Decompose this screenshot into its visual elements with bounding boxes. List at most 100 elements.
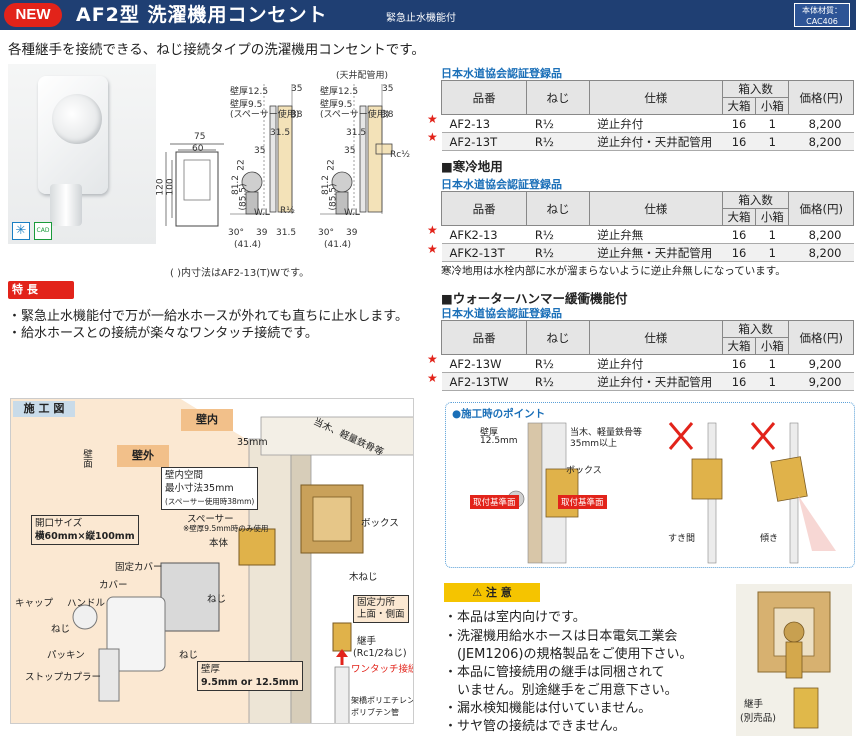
spacer-note-left: (スペーサー使用) — [230, 110, 300, 120]
col-thread: ねじ — [526, 320, 590, 355]
caution-tag: ⚠ 注 意 — [444, 583, 540, 602]
d35-mid-left: 35 — [254, 146, 266, 156]
cell-spec: 逆止弁無・天井配管用 — [589, 243, 723, 262]
wall-face-label: 壁面 — [81, 449, 92, 468]
d315-bottom: 31.5 — [276, 228, 297, 238]
cell-small: 1 — [755, 372, 789, 391]
fix-points2: 上面・側面 — [357, 609, 405, 620]
cell-spec: 逆止弁付 — [589, 114, 723, 133]
cell-code: AF2-13TW — [441, 372, 527, 391]
caution-item: (JEM1206)の規格製品をご使用下さい。 — [444, 647, 693, 662]
material-label: 本体材質： — [802, 6, 842, 15]
stop-coupler-label: ストップカプラー — [25, 672, 102, 683]
gap-label: すき間 — [668, 534, 696, 544]
d30-right: 30° — [318, 228, 334, 238]
cold-region-icon: ✳ — [12, 222, 30, 240]
d60: 60 — [192, 144, 204, 154]
cert-label-3: 日本水道協会認証登録品 — [441, 307, 562, 320]
cell-code: AF2-13 — [441, 114, 527, 133]
cell-big: 16 — [722, 372, 756, 391]
cold-region-note: 寒冷地用は水栓内部に水が溜まらないように逆止弁無しになっています。 — [441, 265, 786, 277]
cell-small: 1 — [755, 225, 789, 244]
wall95-right: 壁厚9.5 — [320, 100, 353, 110]
d315-left: 31.5 — [270, 128, 291, 138]
table-row: AFK2-13T R½ 逆止弁無・天井配管用 16 1 8,200 — [441, 243, 854, 262]
col-price: 価格(円) — [788, 191, 854, 226]
pipe2-label: ポリブテン管 — [351, 708, 399, 717]
page-subtitle: 緊急止水機能付 — [386, 13, 456, 24]
point-box: ボックス — [566, 466, 602, 476]
cell-big: 16 — [722, 114, 756, 133]
feature-item: ・給水ホースとの接続が楽々なワンタッチ接続です。 — [8, 326, 318, 341]
material-badge: 本体材質： CAC406 — [794, 3, 850, 27]
drawing-caption: ( )内寸法はAF2-13(T)Wです。 — [170, 268, 310, 279]
install-tag: 施 工 図 — [13, 401, 75, 417]
dimension-drawing-svg — [165, 84, 393, 227]
cell-price: 8,200 — [788, 132, 854, 151]
cell-small: 1 — [755, 132, 789, 151]
new-badge: NEW — [4, 3, 62, 27]
wall-out-label: 壁外 — [117, 445, 169, 467]
spacer-label: スペーサー — [187, 514, 234, 525]
body-label: 本体 — [209, 538, 229, 549]
col-small: 小箱 — [755, 97, 790, 115]
rc12-label: Rc½ — [390, 150, 410, 160]
wall95-left: 壁厚9.5 — [230, 100, 263, 110]
pipe-label: 架橋ポリエチレン管 — [351, 696, 413, 705]
tilt-label: 傾き — [760, 534, 779, 544]
caution-item: ・本品は室内向けです。 — [444, 610, 586, 625]
cell-thread: R½ — [526, 225, 590, 244]
coupling-svg — [757, 591, 831, 729]
star-mark: ★ — [427, 130, 438, 144]
fix-points: 固定力所 — [357, 597, 396, 608]
cell-price: 8,200 — [788, 243, 854, 262]
d315-right: 31.5 — [346, 128, 367, 138]
intro-text: 各種継手を接続できる、ねじ接続タイプの洗濯機用コンセントです。 — [8, 42, 425, 58]
cell-thread: R½ — [526, 132, 590, 151]
wl-right: W.L — [344, 208, 360, 218]
wall125-left: 壁厚12.5 — [230, 87, 269, 97]
cell-price: 9,200 — [788, 354, 854, 373]
col-spec: 仕様 — [588, 320, 723, 355]
product-photo: ✳ CAD — [8, 64, 156, 244]
point-title: ●施工時のポイント — [452, 408, 546, 420]
cell-thread: R½ — [526, 243, 590, 262]
col-code: 品番 — [440, 80, 528, 115]
spacer-note: ※壁厚9.5mm時のみ使用 — [183, 524, 269, 533]
wall125-right: 壁厚12.5 — [320, 87, 359, 97]
col-box: 箱入数 — [721, 191, 790, 209]
col-code: 品番 — [440, 320, 528, 355]
caution-item: いません。別途継手をご用意下さい。 — [444, 683, 678, 698]
dimension-drawings: (天井配管用) 壁厚12.5 壁厚12.5 35 35 壁厚9.5 壁厚9.5 … — [156, 64, 430, 264]
star-mark: ★ — [427, 242, 438, 256]
installation-diagram: 施 工 図 壁内 壁外 壁面 35mm 当木、軽量鉄骨等 壁内空間 最小寸法35… — [10, 398, 414, 724]
spec-table-2: 品番 ねじ 仕様 箱入数 価格(円) 大箱 小箱 AFK2-13 R½ 逆止弁無… — [440, 191, 854, 262]
ref-surface-left: 取付基準面 — [470, 495, 519, 509]
fix-points-info: 固定力所 上面・側面 — [353, 595, 409, 623]
cover-label: カバー — [99, 580, 128, 591]
d855-left: (85.5) — [238, 183, 249, 211]
cell-thread: R½ — [526, 354, 590, 373]
cell-small: 1 — [755, 243, 789, 262]
wall-thick-info: 壁厚 9.5mm or 12.5mm — [197, 661, 303, 691]
coupling-photo: 継手 (別売品) — [736, 584, 852, 736]
screw-label-1: ねじ — [51, 624, 71, 635]
page-title: AF2型 洗濯機用コンセント — [76, 4, 328, 26]
spacer-note-right: (スペーサー使用) — [320, 110, 390, 120]
d855-right: (85.5) — [328, 183, 339, 211]
cell-price: 9,200 — [788, 372, 854, 391]
col-small: 小箱 — [755, 337, 790, 355]
caution-item: ・洗濯機用給水ホースは日本電気工業会 — [444, 629, 678, 644]
cell-spec: 逆止弁無 — [589, 225, 723, 244]
col-spec: 仕様 — [588, 80, 723, 115]
col-box: 箱入数 — [721, 80, 790, 98]
opening-title: 開口サイズ — [35, 518, 83, 529]
cell-big: 16 — [722, 132, 756, 151]
cell-spec: 逆止弁付・天井配管用 — [589, 132, 723, 151]
point-wall-thick: 壁厚 — [480, 428, 499, 438]
cell-thread: R½ — [526, 372, 590, 391]
d35-mid-right: 35 — [344, 146, 356, 156]
r12-left: R½ — [280, 206, 295, 216]
handle-label: ハンドル — [67, 598, 106, 609]
space-min: 最小寸法35mm — [165, 483, 234, 494]
